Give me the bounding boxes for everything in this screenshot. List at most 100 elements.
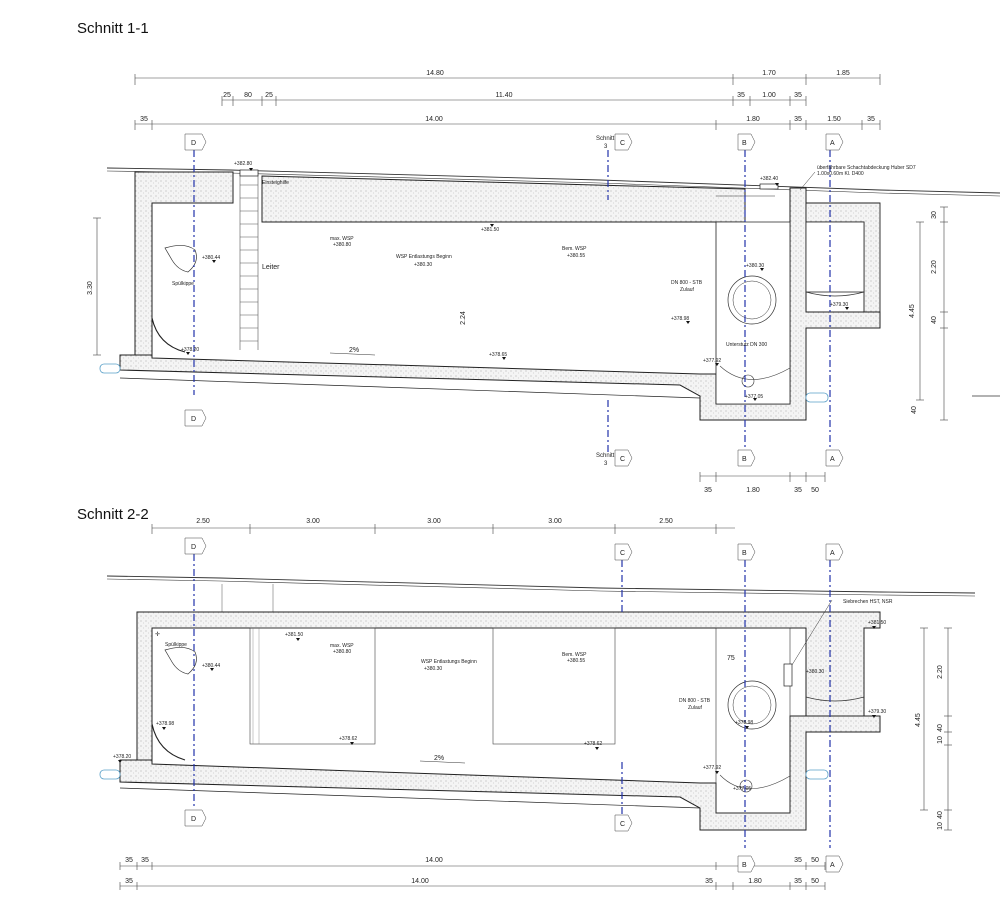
dim-r3-150: 1.50 bbox=[827, 116, 841, 123]
dim-b-35a: 35 bbox=[704, 487, 712, 494]
label2-slope: 2% bbox=[434, 755, 444, 762]
marker-c-top-1: C bbox=[620, 140, 625, 147]
dim2-b1-35b: 35 bbox=[141, 857, 149, 864]
labels-2: +381.50 +381.50 +380.44 +380.80 +380.30 … bbox=[113, 599, 893, 792]
label-cover-1: überfahrbare Schachtabdeckung Huber SD7 bbox=[817, 165, 916, 171]
label-max-wsp: max. WSP bbox=[330, 236, 354, 242]
section-2-drawing: 2.50 3.00 3.00 3.00 2.50 35 35 14.00 35 … bbox=[99, 518, 976, 890]
sump-curve-1 bbox=[719, 365, 791, 380]
dim-labels-2: 2.50 3.00 3.00 3.00 2.50 35 35 14.00 35 … bbox=[125, 518, 944, 885]
dim2-b2-180: 1.80 bbox=[748, 878, 762, 885]
label2-bem: Bem. WSP bbox=[562, 652, 587, 658]
siebrechen-2 bbox=[783, 663, 793, 687]
dim-rows-2 bbox=[119, 524, 952, 890]
dim2-top-300c: 3.00 bbox=[548, 518, 562, 525]
ground-line-2 bbox=[106, 575, 976, 594]
inlet-pipe-2 bbox=[99, 769, 121, 780]
level-spuel: +380.44 bbox=[202, 255, 220, 261]
level2-bem: +380.55 bbox=[567, 658, 585, 664]
level-pipe-top: +380.30 bbox=[746, 263, 764, 269]
level-bem: +380.55 bbox=[567, 253, 585, 259]
level2-pipe-top: +380.30 bbox=[806, 669, 824, 675]
level2-pipe-bottom: +378.98 bbox=[735, 720, 753, 726]
marker-a-top-2: A bbox=[830, 550, 835, 557]
dim2-right-40a: 40 bbox=[937, 724, 944, 732]
level-floor-left: +378.20 bbox=[181, 347, 199, 353]
ladder-2 bbox=[252, 628, 260, 744]
marker-b-bottom-2: B bbox=[742, 862, 747, 869]
dim2-right-10b: 10 bbox=[937, 822, 944, 830]
dim-b-180: 1.80 bbox=[746, 487, 760, 494]
dim2-b1-1400: 14.00 bbox=[425, 857, 443, 864]
marker-d-top-1: D bbox=[191, 140, 196, 147]
dim-r2-35a: 35 bbox=[737, 92, 745, 99]
section-2-title: Schnitt 2-2 bbox=[77, 506, 149, 523]
outlet-pipe-2 bbox=[805, 769, 829, 780]
dim-r2-1140: 11.40 bbox=[496, 92, 513, 99]
label-unterstutz: Unterstutz DN 300 bbox=[726, 342, 767, 348]
dim2-b2-1400: 14.00 bbox=[411, 878, 429, 885]
sump-curve-2 bbox=[719, 774, 791, 790]
hatch-1 bbox=[239, 169, 259, 177]
level-max-wsp: +380.80 bbox=[333, 242, 351, 248]
dim-r3-35b: 35 bbox=[794, 116, 802, 123]
dim2-right-220: 2.20 bbox=[937, 665, 944, 679]
level2-floor-right: +377.92 bbox=[703, 765, 721, 771]
level2-max-wsp: +380.80 bbox=[333, 649, 351, 655]
dim2-top-300a: 3.00 bbox=[306, 518, 320, 525]
level2-wall-left: +378.98 bbox=[156, 721, 174, 727]
marker-b-top-1: B bbox=[742, 140, 747, 147]
dim2-b2-35a: 35 bbox=[125, 878, 133, 885]
axes-1 bbox=[193, 150, 831, 455]
marker-c-top-2: C bbox=[620, 550, 625, 557]
spuelkippe-1 bbox=[164, 245, 197, 273]
spuelkippe-2 bbox=[164, 647, 197, 675]
dim-right-30: 30 bbox=[931, 211, 938, 219]
structure-2 bbox=[119, 611, 881, 831]
marker-b-bottom-1: B bbox=[742, 456, 747, 463]
marker-a-top-1: A bbox=[830, 140, 835, 147]
label2-zulauf: Zulauf bbox=[688, 705, 703, 711]
sump-pipe-1 bbox=[741, 374, 755, 388]
level2-entl: +380.30 bbox=[424, 666, 442, 672]
label-bem: Bem. WSP bbox=[562, 246, 587, 252]
dim2-top-250b: 2.50 bbox=[659, 518, 673, 525]
label-dn800: DN 800 - STB bbox=[671, 280, 703, 286]
dim2-b2-35b: 35 bbox=[705, 878, 713, 885]
level-ceiling: +381.50 bbox=[481, 227, 499, 233]
level2-ceiling-right: +381.50 bbox=[868, 620, 886, 626]
dim-r3-180: 1.80 bbox=[746, 116, 760, 123]
level2-tank-right: +378.62 bbox=[584, 741, 602, 747]
base-line-1 bbox=[119, 377, 701, 399]
level2-outer-left: +378.20 bbox=[113, 754, 131, 760]
markers-1: D D C C B B A A Schnitt 3 Schnitt 3 bbox=[184, 133, 844, 467]
dim2-b1-35a: 35 bbox=[125, 857, 133, 864]
label2-siebrechen: Siebrechen HST, NSR bbox=[843, 599, 893, 605]
dim2-b2-35c: 35 bbox=[794, 878, 802, 885]
level2-spuel: +380.44 bbox=[202, 663, 220, 669]
dim2-top-300b: 3.00 bbox=[427, 518, 441, 525]
dim-right-40b: 40 bbox=[911, 406, 918, 414]
ground-line-2b bbox=[106, 578, 976, 597]
slope-arrow-2 bbox=[419, 760, 466, 764]
level2-niche: +379.30 bbox=[868, 709, 886, 715]
shaft-1 bbox=[715, 221, 791, 405]
slope-arrow-1 bbox=[329, 352, 376, 356]
dim-left-330: 3.30 bbox=[87, 281, 94, 295]
label2-max-wsp: max. WSP bbox=[330, 643, 354, 649]
dim-r2-25a: 25 bbox=[223, 92, 231, 99]
dim-1480: 14.80 bbox=[426, 70, 444, 77]
curve-2 bbox=[151, 723, 186, 761]
base-line-2 bbox=[119, 787, 701, 809]
dim2-right-40b: 40 bbox=[937, 811, 944, 819]
schnitt-bottom-label: Schnitt bbox=[596, 453, 615, 459]
section-1-drawing: 14.80 1.70 1.85 25 80 25 11.40 35 1.00 3… bbox=[87, 70, 1000, 494]
pipe-dn800-1 bbox=[727, 275, 777, 325]
level-triangles-1 bbox=[186, 168, 849, 401]
schnitt-top-label: Schnitt bbox=[596, 136, 615, 142]
level-floor-right: +377.92 bbox=[703, 358, 721, 364]
markers-2: D D C C B B A A bbox=[184, 537, 844, 873]
dim-185: 1.85 bbox=[836, 70, 850, 77]
